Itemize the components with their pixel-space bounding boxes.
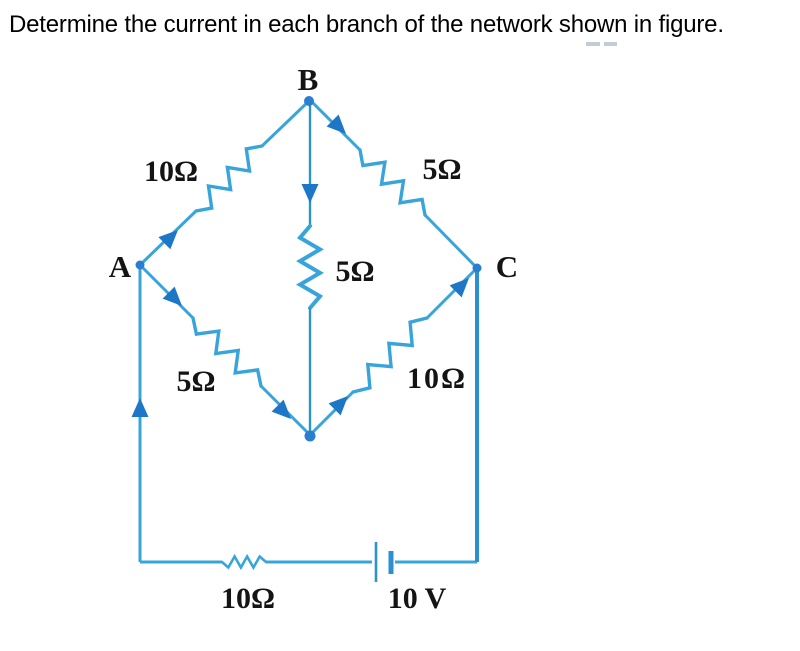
problem-title: Determine the current in each branch of … (9, 11, 724, 38)
current-arrow-bd (301, 184, 319, 203)
node-c-dot (472, 263, 482, 273)
branch-bd (296, 100, 324, 435)
branch-ad (138, 263, 312, 437)
node-a-dot (135, 260, 145, 270)
battery-loop (131, 265, 479, 582)
resistor-dc (351, 316, 429, 394)
branch-dc (308, 266, 479, 437)
battery-voltage-label: 10 V (388, 582, 447, 615)
resistor-dc-label: 10Ω (407, 362, 467, 395)
branch-ab (138, 98, 312, 267)
resistor-bd-label: 5Ω (335, 255, 374, 288)
wire-bc-lead2 (423, 213, 479, 270)
resistor-series-label: 10Ω (221, 582, 275, 615)
node-b-label: B (298, 62, 319, 97)
resistor-bd (296, 224, 324, 310)
node-b-dot (304, 96, 314, 106)
resistor-ab-label: 10Ω (144, 155, 198, 188)
resistor-ad (191, 316, 263, 388)
current-arrow-bc (326, 114, 346, 134)
current-arrow-dc-near-d (328, 396, 348, 416)
wire-ad-lead1 (138, 263, 195, 320)
current-arrow-ab (158, 230, 178, 250)
resistor-ab (194, 144, 264, 213)
current-arrow-dc-near-c (449, 278, 469, 298)
current-arrow-ad-near-d (271, 399, 291, 419)
scan-artifact-dashes (586, 42, 617, 46)
resistor-bc-label: 5Ω (422, 153, 461, 186)
node-c-label: C (496, 249, 518, 284)
resistor-ad-label: 5Ω (176, 365, 215, 398)
current-arrow-ad-near-a (162, 286, 182, 306)
wire-ab-lead2 (260, 98, 312, 148)
node-a-label: A (109, 249, 132, 284)
node-d-dot (304, 430, 316, 442)
resistor-series (220, 553, 268, 571)
branch-bc (308, 98, 479, 270)
current-arrow-main (131, 398, 149, 417)
wire-dc-lead2 (425, 266, 479, 320)
resistor-bc (358, 148, 427, 217)
